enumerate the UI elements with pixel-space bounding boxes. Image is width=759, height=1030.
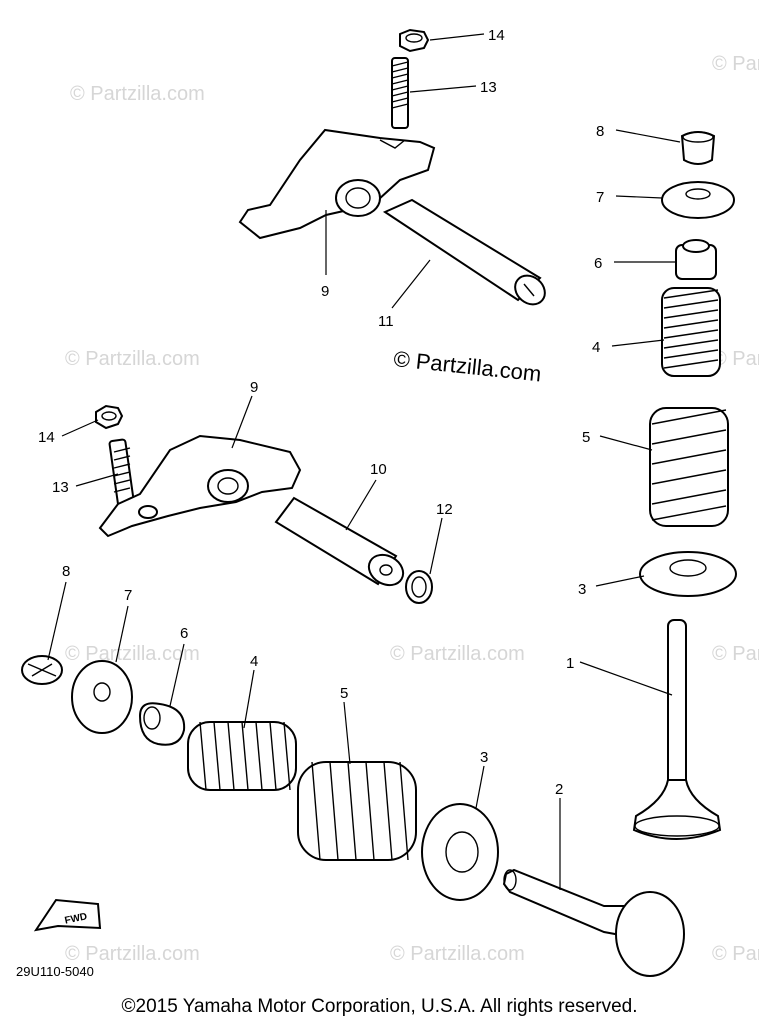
- outer-spring-right: [649, 407, 729, 527]
- callout-14: 14: [38, 429, 55, 446]
- watermark: © Partzilla.com: [65, 943, 200, 965]
- valve-stem-seal-right: [675, 239, 717, 280]
- callout-7: 7: [124, 587, 132, 604]
- valve-cotter-bottom: [21, 655, 63, 685]
- valve-bottom: [502, 868, 685, 977]
- nut-top: [399, 28, 430, 53]
- watermark: © Partzilla.com: [712, 643, 759, 665]
- nut-mid: [95, 404, 124, 430]
- watermark: © Partzilla.com: [65, 348, 200, 370]
- callout-6: 6: [594, 255, 602, 272]
- watermark-main: © Partzilla.com: [392, 346, 542, 386]
- leader-lines: [47, 33, 681, 890]
- rocker-shaft-top: [382, 198, 546, 306]
- inner-spring-bottom: [187, 721, 297, 791]
- rocker-arm-top: [238, 128, 436, 240]
- copyright-notice: ©2015 Yamaha Motor Corporation, U.S.A. A…: [121, 996, 638, 1017]
- callout-4: 4: [250, 653, 258, 670]
- callout-5: 5: [582, 429, 590, 446]
- valve-right: [632, 619, 722, 840]
- spring-seat-bottom: [421, 803, 499, 901]
- callout-12: 12: [436, 501, 453, 518]
- callout-6: 6: [180, 625, 188, 642]
- spring-retainer-bottom: [71, 660, 133, 734]
- inner-spring-right: [661, 287, 721, 377]
- callout-13: 13: [52, 479, 69, 496]
- watermark: © Partzilla.com: [712, 53, 759, 75]
- callout-9: 9: [250, 379, 258, 396]
- adjusting-screw-top: [391, 57, 409, 129]
- callout-3: 3: [578, 581, 586, 598]
- watermark: © Partzilla.com: [390, 643, 525, 665]
- spring-retainer-right: [661, 181, 735, 219]
- valve-stem-seal-bottom: [138, 702, 186, 746]
- fwd-label: FWD: [64, 911, 89, 926]
- callout-7: 7: [596, 189, 604, 206]
- callout-2: 2: [555, 781, 563, 798]
- callout-10: 10: [370, 461, 387, 478]
- callout-5: 5: [340, 685, 348, 702]
- watermarks: © Partzilla.com © Partzilla.com © Partzi…: [65, 53, 759, 965]
- rocker-shaft-mid: [274, 496, 405, 587]
- valve-cotter-right: [680, 131, 716, 165]
- callout-14: 14: [488, 27, 505, 44]
- outer-spring-bottom: [297, 761, 417, 861]
- watermark: © Partzilla.com: [712, 943, 759, 965]
- callout-13: 13: [480, 79, 497, 96]
- callout-8: 8: [62, 563, 70, 580]
- diagram-code: 29U110-5040: [16, 964, 94, 979]
- valve-parts-diagram: © Partzilla.com © Partzilla.com © Partzi…: [16, 27, 759, 979]
- rocker-arm-mid: [98, 434, 302, 538]
- o-ring: [405, 570, 433, 604]
- callout-1: 1: [566, 655, 574, 672]
- callout-8: 8: [596, 123, 604, 140]
- watermark: © Partzilla.com: [65, 643, 200, 665]
- callout-11: 11: [378, 313, 394, 330]
- callout-9: 9: [321, 283, 329, 300]
- callout-4: 4: [592, 339, 600, 356]
- watermark: © Partzilla.com: [712, 348, 759, 370]
- callouts: 14 13 9 11 8 7 6 4 5 3 1 9 14 13 10 12 8…: [38, 27, 604, 798]
- watermark: © Partzilla.com: [70, 83, 205, 105]
- spring-seat-right: [639, 551, 737, 597]
- callout-3: 3: [480, 749, 488, 766]
- fwd-arrow-icon: FWD: [33, 898, 102, 932]
- watermark: © Partzilla.com: [390, 943, 525, 965]
